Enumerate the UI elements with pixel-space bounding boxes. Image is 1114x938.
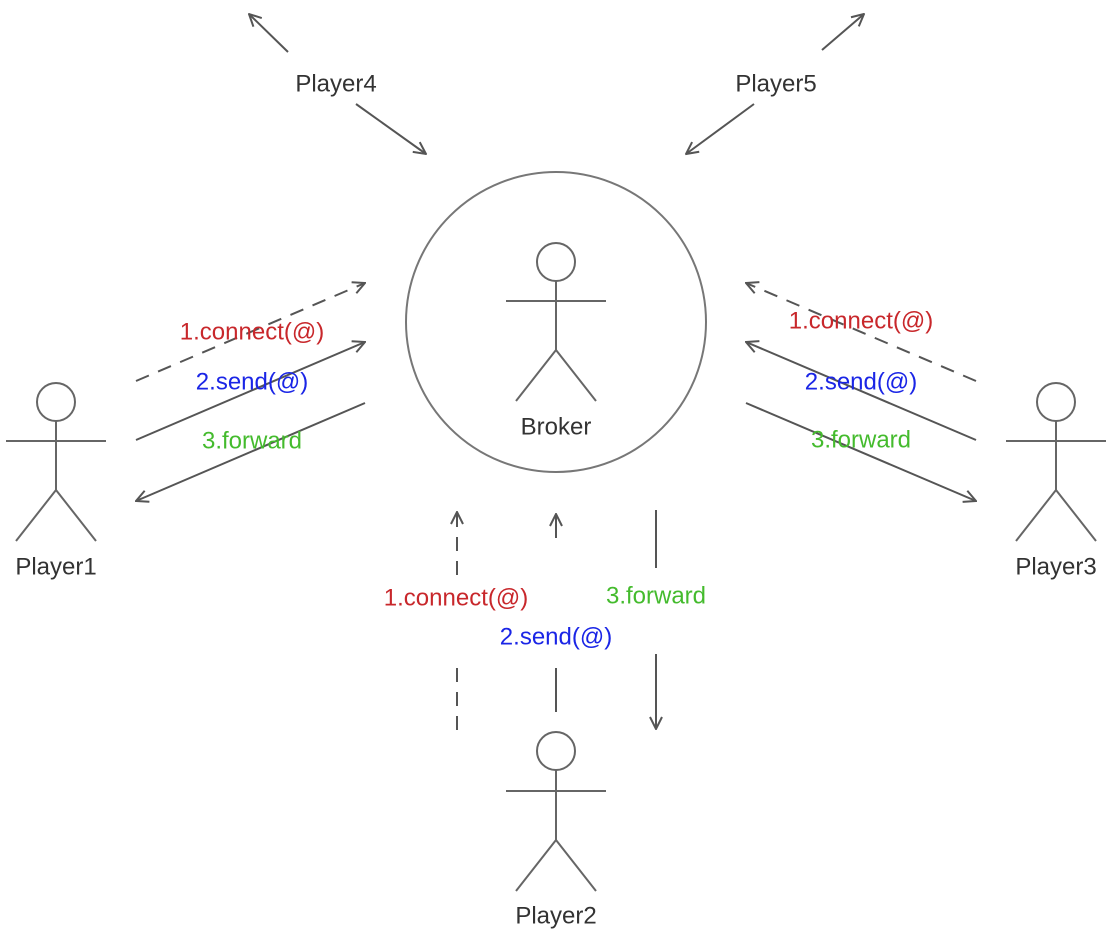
p2-send-label: 2.send(@): [500, 623, 612, 650]
player1-label: Player1: [15, 553, 96, 580]
p2-forward-label: 3.forward: [606, 582, 706, 609]
player3-actor-icon: [1006, 382, 1106, 542]
p1-connect-label: 1.connect(@): [180, 318, 324, 345]
p3-send-label: 2.send(@): [805, 368, 917, 395]
p1-send-label: 2.send(@): [196, 368, 308, 395]
player4-arrow-upper: [249, 14, 289, 53]
player2-actor-icon: [506, 731, 606, 892]
p1-connect-arrow: [135, 283, 365, 382]
broker-label: Broker: [521, 413, 592, 440]
p3-forward-arrow: [745, 402, 976, 501]
broker-actor-icon: [506, 242, 606, 402]
p3-send-arrow: [746, 342, 977, 441]
player1-actor-icon: [6, 382, 106, 542]
p2-connect-label: 1.connect(@): [384, 584, 528, 611]
broker-circle: [405, 171, 707, 473]
p3-connect-label: 1.connect(@): [789, 307, 933, 334]
p3-connect-arrow: [746, 283, 977, 382]
p1-forward-label: 3.forward: [202, 427, 302, 454]
player4-arrow-lower: [355, 103, 426, 154]
player4-label: Player4: [295, 70, 376, 97]
p3-forward-label: 3.forward: [811, 426, 911, 453]
player5-label: Player5: [735, 70, 816, 97]
player5-arrow-lower: [686, 103, 755, 154]
p1-send-arrow: [135, 342, 365, 441]
player3-label: Player3: [1015, 553, 1096, 580]
player2-label: Player2: [515, 902, 596, 929]
p1-forward-arrow: [136, 402, 366, 501]
player5-arrow-upper: [821, 14, 864, 51]
